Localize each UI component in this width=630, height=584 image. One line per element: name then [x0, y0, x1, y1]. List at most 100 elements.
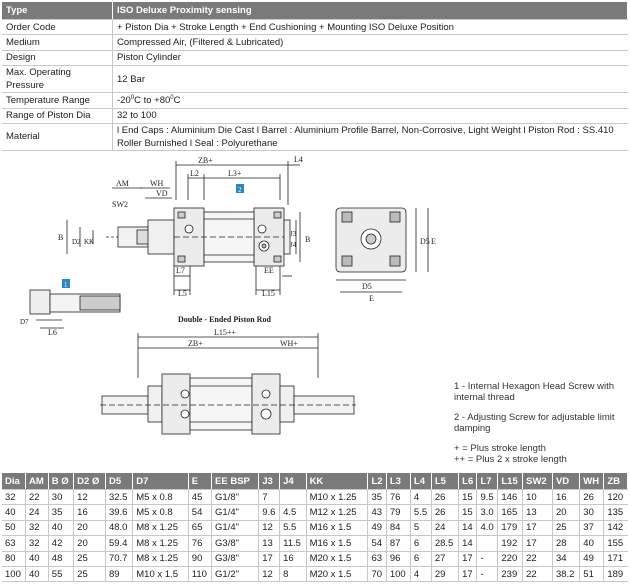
table-cell: 165	[497, 504, 524, 521]
table-cell: 84	[386, 520, 411, 537]
table-cell: 90	[188, 551, 213, 567]
dim-wh: WH	[150, 179, 164, 188]
spec-key: Max. Operating Pressure	[2, 65, 113, 94]
spec-value: 12 Bar	[112, 65, 628, 94]
table-cell: M10 x 1.25	[306, 489, 369, 506]
table-cell: M8 x 1.25	[132, 520, 189, 537]
table-cell	[279, 489, 307, 506]
table-cell: 5.5	[279, 520, 307, 537]
column-header: L15	[497, 473, 524, 490]
table-cell: 17	[522, 535, 553, 552]
dim-d5: D5	[362, 282, 372, 291]
table-cell: G3/8"	[211, 535, 260, 552]
table-cell: 11.5	[279, 535, 307, 552]
column-header: KK	[306, 473, 369, 490]
temp-low: -20	[117, 94, 131, 106]
table-cell: 25	[552, 520, 581, 537]
deg-mark: 0	[170, 94, 174, 101]
table-cell: M20 x 1.5	[306, 551, 369, 567]
table-cell: M8 x 1.25	[132, 535, 189, 552]
table-cell: 30	[48, 489, 75, 506]
table-cell: 16	[73, 504, 106, 521]
table-cell: 179	[497, 520, 524, 537]
table-cell: 171	[603, 551, 628, 567]
table-cell: 26	[431, 489, 460, 506]
table-cell: 135	[603, 504, 628, 521]
table-cell: 63	[367, 551, 387, 567]
temperature-value: -200C to +800C	[112, 92, 628, 109]
table-cell: 38.2	[552, 566, 581, 583]
dim-d2: D2	[72, 238, 81, 246]
table-cell: 22	[522, 566, 553, 583]
table-cell: 26	[431, 504, 460, 521]
table-cell: 65	[188, 520, 213, 537]
dim-l3: L3+	[228, 169, 242, 178]
spec-key: Material	[2, 123, 113, 151]
dim-l7: L7	[176, 266, 185, 275]
column-header: J3	[258, 473, 281, 490]
table-cell: 17	[258, 551, 281, 567]
table-cell: 32	[25, 535, 49, 552]
note-4: ++ = Plus 2 x stroke length	[454, 454, 567, 465]
table-cell: 9.6	[258, 504, 281, 521]
table-cell: 16	[552, 489, 581, 506]
table-cell: 25	[73, 566, 106, 583]
table-cell: 3.0	[476, 504, 499, 521]
spec-value: Compressed Air, (Filtered & Lubricated)	[112, 34, 628, 51]
table-cell: 5.5	[410, 504, 432, 521]
dim-vd: VD	[156, 189, 168, 198]
column-header: J4	[279, 473, 307, 490]
table-cell: 142	[603, 520, 628, 537]
table-cell: -	[476, 566, 499, 583]
table-cell: 15	[458, 489, 478, 506]
table-cell: 6	[410, 535, 432, 552]
table-cell: 63	[2, 535, 26, 552]
dim-l4: L4	[294, 155, 303, 164]
table-cell: 48.0	[105, 520, 134, 537]
spec-key: Type	[2, 2, 113, 20]
table-cell: 32	[25, 520, 49, 537]
dim-e: E	[369, 294, 374, 303]
temp-unit: C	[173, 94, 181, 106]
dim-ee: EE	[264, 266, 274, 275]
table-cell: 12	[258, 566, 281, 583]
table-cell: 13	[522, 504, 553, 521]
column-header: AM	[25, 473, 49, 490]
table-cell: 49	[579, 551, 605, 567]
table-cell: 40	[48, 520, 75, 537]
column-header: D2 Ø	[73, 473, 106, 490]
table-cell: 35	[48, 504, 75, 521]
table-cell: 43	[367, 504, 387, 521]
table-cell: 13	[258, 535, 281, 552]
table-cell: 4	[410, 489, 432, 506]
dim-sw2: SW2	[112, 200, 128, 209]
column-header: L6	[458, 473, 478, 490]
table-cell: 87	[386, 535, 411, 552]
table-cell: 20	[552, 504, 581, 521]
table-cell: 15	[458, 504, 478, 521]
table-cell: -	[476, 551, 499, 567]
table-cell: 35	[367, 489, 387, 506]
table-cell: G1/8"	[211, 489, 260, 506]
table-cell: M20 x 1.5	[306, 566, 369, 583]
table-cell: 70.7	[105, 551, 134, 567]
table-cell: 40	[2, 504, 26, 521]
spec-value: ISO Deluxe Proximity sensing	[112, 2, 628, 20]
callout-2: 2	[238, 186, 242, 194]
table-cell: 16	[279, 551, 307, 567]
dim-am: AM	[116, 179, 129, 188]
column-header: Dia	[2, 473, 26, 490]
table-cell: 59.4	[105, 535, 134, 552]
table-cell: 25	[73, 551, 106, 567]
table-cell: 40	[25, 551, 49, 567]
table-cell: G3/8"	[211, 551, 260, 567]
table-cell: 42	[48, 535, 75, 552]
table-cell: 32	[2, 489, 26, 506]
table-cell: 24	[25, 504, 49, 521]
table-cell: 54	[188, 504, 213, 521]
table-cell: M5 x 0.8	[132, 489, 189, 506]
